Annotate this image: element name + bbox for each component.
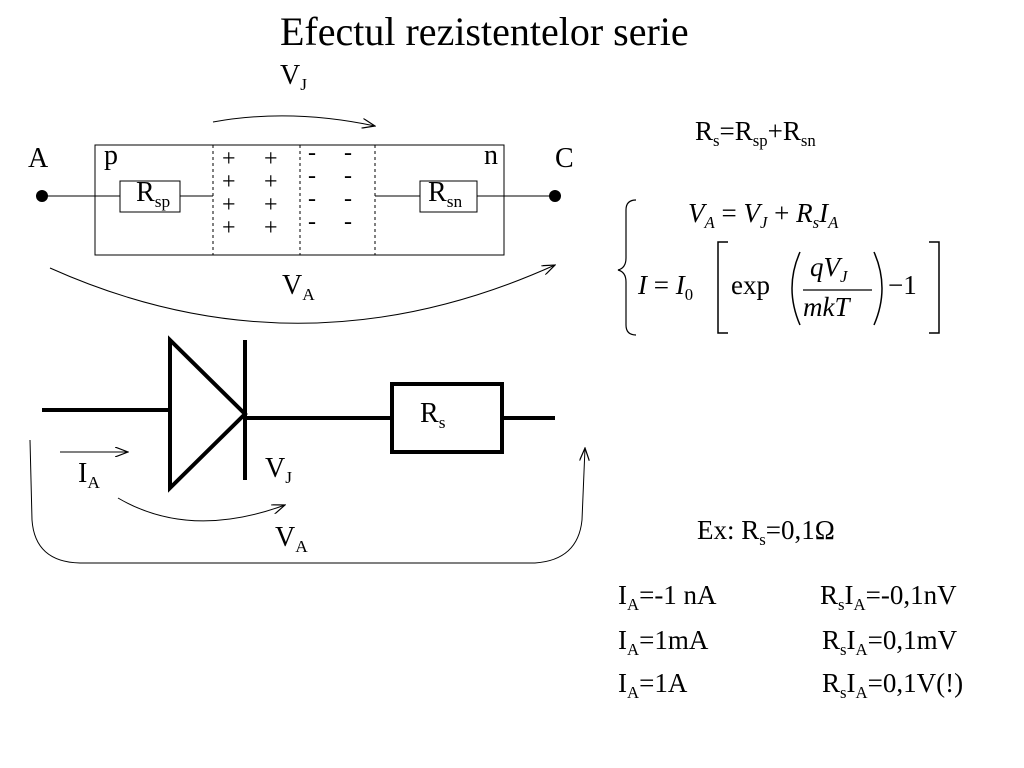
va-arrow bbox=[49, 265, 555, 324]
rsn-label: Rsn bbox=[428, 177, 463, 212]
va-circuit-label: VA bbox=[275, 522, 308, 557]
rsp-resistor bbox=[119, 180, 181, 213]
right-square-bracket bbox=[929, 241, 940, 334]
rsp-label: Rsp bbox=[136, 177, 171, 212]
n-region-label: n bbox=[484, 140, 498, 171]
p-region-label: p bbox=[104, 140, 118, 171]
node-a-label: A bbox=[28, 143, 49, 174]
voltage-equation: VA = VJ + RsIA bbox=[688, 198, 839, 232]
rs-formula: Rs=Rsp+Rsn bbox=[695, 116, 816, 150]
table-row: IA=1A bbox=[618, 668, 688, 702]
vj-label: VJ bbox=[280, 60, 307, 95]
current-equation-lhs: I = I0 bbox=[638, 270, 694, 304]
example-value: Ex: Rs=0,1Ω bbox=[697, 515, 835, 549]
fraction-denominator: mkT bbox=[803, 292, 850, 322]
table-row: IA=-1 nA bbox=[618, 580, 717, 614]
node-c-label: C bbox=[555, 143, 574, 174]
vj-circuit-arrow bbox=[117, 497, 285, 522]
va-label: VA bbox=[282, 270, 315, 305]
exp-function: exp bbox=[731, 270, 770, 300]
table-row: RsIA=-0,1nV bbox=[820, 580, 957, 614]
fraction-numerator: qVJ bbox=[810, 252, 848, 286]
diode-triangle bbox=[168, 335, 248, 493]
rs-resistor bbox=[390, 382, 504, 454]
table-row: RsIA=0,1mV bbox=[822, 625, 958, 659]
table-row: RsIA=0,1V(!) bbox=[822, 668, 964, 702]
va-circuit-arrow bbox=[29, 439, 585, 564]
table-row: IA=1mA bbox=[618, 625, 709, 659]
left-square-bracket bbox=[717, 241, 728, 334]
ia-label: IA bbox=[78, 458, 100, 493]
vj-arrow bbox=[212, 115, 375, 126]
negative-charges: -- -- -- -- bbox=[308, 140, 352, 235]
vj-circuit-label: VJ bbox=[265, 453, 292, 488]
node-c-dot bbox=[549, 190, 561, 202]
right-parenthesis bbox=[873, 251, 883, 326]
page-title: Efectul rezistentelor serie bbox=[280, 9, 689, 54]
minus-one: −1 bbox=[888, 270, 917, 300]
rs-label: Rs bbox=[420, 398, 446, 433]
left-parenthesis bbox=[791, 251, 801, 326]
positive-charges: ++ ++ ++ ++ bbox=[222, 146, 278, 241]
equation-brace bbox=[617, 199, 637, 336]
node-a-dot bbox=[36, 190, 48, 202]
rsn-resistor bbox=[419, 180, 478, 213]
